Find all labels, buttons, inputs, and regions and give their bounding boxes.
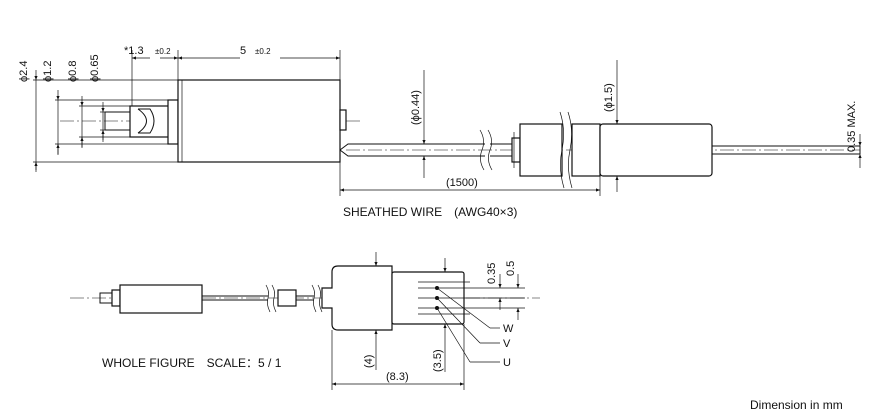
dim-8-3-label: (8.3): [386, 371, 409, 383]
whole-figure-view: [70, 265, 540, 363]
wire-u-label: U: [503, 357, 511, 369]
wire-v-label: V: [503, 338, 511, 350]
dim-0-5-label: 0.5: [505, 261, 517, 276]
tol-1-3-label: ±0.2: [155, 47, 171, 56]
connector-dimensions: 0.35 0.5 (4) (3.5) (8.3): [331, 252, 525, 390]
wire-w-label: W: [503, 323, 514, 335]
diameter-dimensions: ϕ2.4 ϕ1.2 ϕ0.8 ϕ0.65: [18, 54, 178, 172]
dia-1-2-label: ϕ1.2: [42, 61, 54, 82]
dim-1-3-label: *1.3: [124, 45, 144, 57]
units-note: Dimension in mm: [750, 398, 843, 412]
dim-5-label: 5: [240, 45, 246, 57]
wire-top-view: [339, 111, 861, 189]
max-0-35-label: 0.35 MAX.: [846, 101, 858, 152]
wire-caption: SHEATHED WIRE (AWG40×3): [343, 205, 517, 219]
len-1500-label: (1500): [446, 177, 478, 189]
dim-3-5-label: (3.5): [432, 349, 444, 372]
scale-caption: WHOLE FIGURE SCALE：5 / 1: [102, 356, 282, 370]
dia-1-5-label: (ϕ1.5): [603, 83, 615, 112]
dia-0-8-label: ϕ0.8: [67, 61, 79, 82]
dim-0-35-label: 0.35: [486, 263, 498, 284]
wire-dimensions: (ϕ0.44) (ϕ1.5) 0.35 MAX. (1500): [339, 60, 862, 196]
motor-top-view: [60, 79, 360, 163]
dia-0-65-label: ϕ0.65: [89, 54, 101, 82]
dia-0-44-label: (ϕ0.44): [410, 90, 422, 125]
dia-2-4-label: ϕ2.4: [18, 61, 30, 82]
tol-5-label: ±0.2: [255, 47, 271, 56]
length-dimensions-top: *1.3 ±0.2 5 ±0.2: [124, 45, 341, 106]
dim-4-label: (4): [363, 355, 375, 368]
